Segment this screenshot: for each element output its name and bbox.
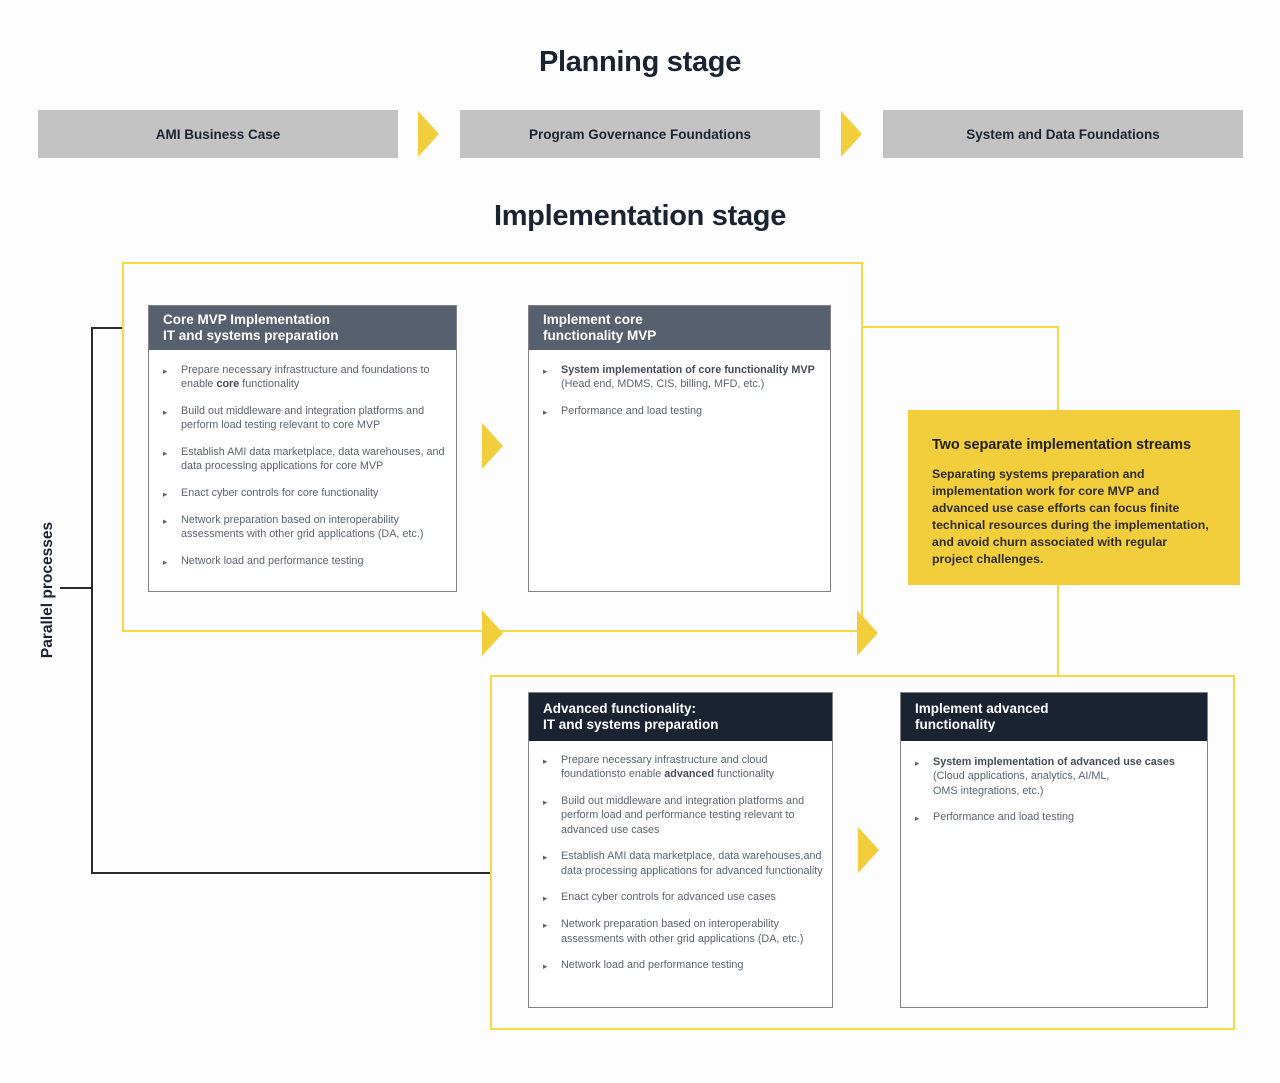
- bullet-item: ▸ System implementation of advanced use c…: [915, 755, 1199, 798]
- bullet-text: Establish AMI data marketplace, data war…: [181, 445, 445, 473]
- bullet-text: Performance and load testing: [561, 404, 703, 417]
- bullet-text: Network preparation based on interoperab…: [181, 513, 424, 541]
- core-impl-header: Implement core functionality MVP: [529, 306, 830, 350]
- bullet-text: Establish AMI data marketplace, data war…: [561, 850, 823, 877]
- planning-step-label: System and Data Foundations: [966, 126, 1160, 142]
- parallel-processes-label: Parallel processes: [39, 521, 56, 659]
- bullet-marker-icon: ▸: [543, 756, 548, 766]
- bullet-item: ▸ Network load and performance testing: [543, 958, 824, 973]
- bracket-vertical-line: [91, 327, 93, 874]
- flow-arrow-icon: [482, 423, 503, 469]
- two-streams-callout: Two separate implementation streams Sepa…: [908, 410, 1240, 585]
- callout-body: Separating systems preparation and imple…: [932, 467, 1209, 566]
- advanced-prep-header: Advanced functionality: IT and systems p…: [529, 693, 832, 741]
- bullet-marker-icon: ▸: [915, 813, 920, 824]
- advanced-impl-header: Implement advanced functionality: [901, 693, 1207, 741]
- bullet-item: ▸ Performance and load testing: [915, 810, 1199, 825]
- bullet-marker-icon: ▸: [163, 366, 168, 376]
- bullet-text: Performance and load testing: [933, 811, 1075, 824]
- bullet-item: ▸ Build out middleware and integration pl…: [163, 404, 448, 433]
- bullet-text: System implementation of advanced use ca…: [933, 756, 1175, 797]
- planning-step-ami-business-case: AMI Business Case: [38, 110, 398, 158]
- planning-step-program-governance: Program Governance Foundations: [460, 110, 820, 158]
- bullet-item: ▸ Network preparation based on interopera…: [543, 917, 824, 946]
- bullet-text: System implementation of core functional…: [561, 364, 815, 391]
- bullet-text: Network load and performance testing: [561, 959, 744, 972]
- bullet-marker-icon: ▸: [543, 961, 548, 972]
- bullet-text: Prepare necessary infrastructure and clo…: [561, 754, 775, 781]
- bullet-item: ▸ Network load and performance testing: [163, 554, 448, 569]
- bullet-item: ▸ Prepare necessary infrastructure and fo…: [163, 363, 448, 392]
- flow-arrow-icon: [841, 111, 862, 157]
- core-prep-bullet-list: ▸ Prepare necessary infrastructure and fo…: [149, 350, 456, 587]
- advanced-impl-bullet-list: ▸ System implementation of advanced use c…: [901, 741, 1207, 843]
- bullet-item: ▸ Prepare necessary infrastructure and cl…: [543, 753, 824, 782]
- flow-arrow-icon: [482, 610, 503, 656]
- flow-arrow-icon: [858, 827, 879, 873]
- bullet-text: Enact cyber controls for core functional…: [181, 486, 379, 499]
- bullet-item: ▸ Network preparation based on interopera…: [163, 513, 448, 542]
- planning-step-system-data-foundations: System and Data Foundations: [883, 110, 1243, 158]
- bullet-text: Prepare necessary infrastructure and fou…: [181, 364, 430, 391]
- bullet-item: ▸ Enact cyber controls for core functiona…: [163, 486, 448, 501]
- bullet-item: ▸ System implementation of core functiona…: [543, 363, 822, 392]
- planning-step-label: Program Governance Foundations: [528, 126, 752, 142]
- bullet-item: ▸ Establish AMI data marketplace, data wa…: [543, 849, 824, 878]
- bullet-text: Network load and performance testing: [181, 554, 364, 567]
- bullet-marker-icon: ▸: [543, 920, 548, 931]
- bullet-item: ▸ Performance and load testing: [543, 404, 822, 419]
- bullet-item: ▸ Build out middleware and integration pl…: [543, 794, 824, 837]
- implementation-stage-title: Implementation stage: [493, 200, 787, 232]
- bracket-bottom-line: [93, 872, 490, 874]
- bullet-marker-icon: ▸: [543, 406, 548, 417]
- core-prep-header: Core MVP Implementation IT and systems p…: [149, 306, 456, 350]
- bullet-marker-icon: ▸: [915, 758, 920, 768]
- advanced-impl-box: Implement advanced functionality ▸ System…: [900, 692, 1208, 1008]
- callout-title: Two separate implementation streams: [932, 437, 1191, 453]
- advanced-prep-box: Advanced functionality: IT and systems p…: [528, 692, 833, 1008]
- bullet-marker-icon: ▸: [163, 515, 168, 526]
- bullet-text: Build out middleware and integration pla…: [561, 794, 805, 836]
- bullet-marker-icon: ▸: [163, 488, 168, 499]
- bracket-label-tick: [60, 587, 91, 589]
- bullet-marker-icon: ▸: [163, 406, 168, 417]
- connector-horizontal-line: [863, 326, 1059, 328]
- core-prep-box: Core MVP Implementation IT and systems p…: [148, 305, 457, 592]
- bullet-text: Build out middleware and integration pla…: [181, 404, 425, 432]
- bullet-marker-icon: ▸: [163, 556, 168, 567]
- core-impl-bullet-list: ▸ System implementation of core functiona…: [529, 350, 830, 437]
- bullet-marker-icon: ▸: [543, 893, 548, 904]
- bullet-text: Enact cyber controls for advanced use ca…: [561, 891, 776, 904]
- flow-arrow-icon: [857, 610, 878, 656]
- bullet-item: ▸ Enact cyber controls for advanced use c…: [543, 890, 824, 905]
- bullet-marker-icon: ▸: [543, 366, 548, 376]
- advanced-prep-bullet-list: ▸ Prepare necessary infrastructure and cl…: [529, 741, 832, 991]
- bullet-item: ▸ Establish AMI data marketplace, data wa…: [163, 445, 448, 474]
- bullet-text: Network preparation based on interoperab…: [561, 918, 804, 945]
- advanced-stream-container: [490, 675, 1235, 1030]
- planning-step-label: AMI Business Case: [155, 126, 281, 142]
- bracket-top-line: [93, 327, 122, 329]
- bullet-marker-icon: ▸: [163, 447, 168, 458]
- flow-arrow-icon: [418, 111, 439, 157]
- planning-stage-title: Planning stage: [538, 46, 742, 78]
- bullet-marker-icon: ▸: [543, 796, 548, 807]
- bullet-marker-icon: ▸: [543, 852, 548, 863]
- core-impl-box: Implement core functionality MVP ▸ System…: [528, 305, 831, 592]
